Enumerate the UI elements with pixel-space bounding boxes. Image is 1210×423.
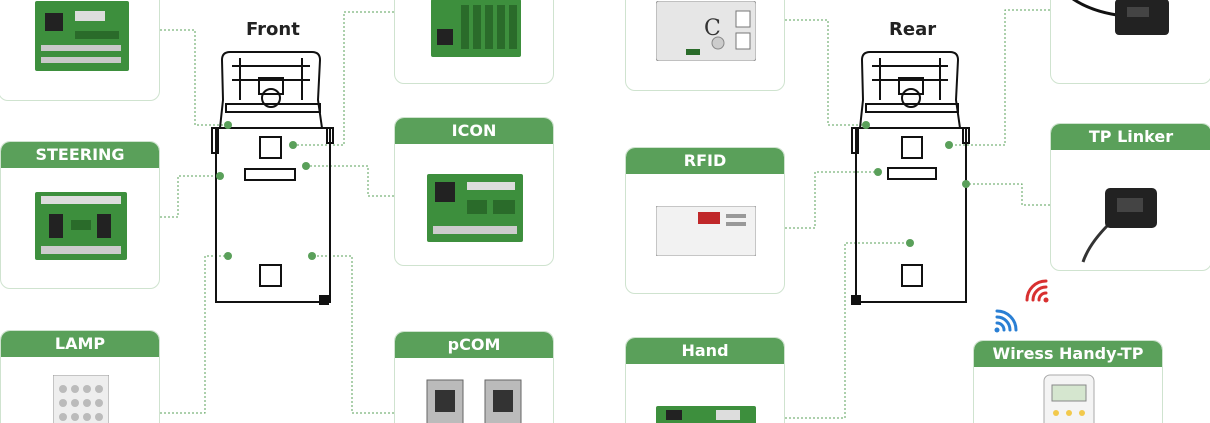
module-card-top-center-right: C: [625, 0, 785, 91]
module-title-tp-linker: TP Linker: [1051, 124, 1210, 150]
module-title-lamp: LAMP: [1, 331, 159, 357]
module-card-rfid: RFID: [625, 147, 785, 294]
module-title-icon: ICON: [395, 118, 553, 144]
module-card-top-center-left: [394, 0, 554, 84]
rear-machine: [851, 51, 970, 305]
pcom-connector-image: [426, 379, 522, 423]
wireless-signal-blue-icon: [994, 309, 1018, 333]
front-machine: [211, 51, 334, 305]
module-card-top-left: [0, 0, 160, 101]
svg-text:C: C: [704, 16, 721, 41]
module-card-top-right: [1050, 0, 1210, 84]
module-title-pcom: pCOM: [395, 332, 553, 358]
module-title-rfid: RFID: [626, 148, 784, 174]
tp-linker-device-image: [1081, 188, 1157, 263]
module-card-lamp: LAMP: [0, 330, 160, 423]
controller-box-image: C: [656, 1, 756, 61]
module-title-steering: STEERING: [1, 142, 159, 168]
relay-board-image: [431, 0, 521, 57]
sensor-device-image: [1072, 0, 1169, 35]
rear-label: Rear: [889, 19, 937, 40]
module-card-pcom: pCOM: [394, 331, 554, 423]
module-card-icon: ICON: [394, 117, 554, 266]
wireless-signal-red-icon: [1025, 279, 1049, 303]
controller-board-image: [35, 1, 129, 71]
module-card-hand: Hand: [625, 337, 785, 423]
rfid-reader-image: [656, 206, 756, 256]
module-card-wireless-handy-tp: Wiress Handy-TP: [973, 340, 1163, 423]
module-title-wireless-handy-tp: Wiress Handy-TP: [974, 341, 1162, 367]
steering-board-image: [35, 192, 127, 260]
module-title-hand: Hand: [626, 338, 784, 364]
lamp-board-image: [53, 375, 109, 423]
handy-tp-device-image: [1043, 374, 1095, 423]
module-card-steering: STEERING: [0, 141, 160, 289]
module-card-tp-linker: TP Linker: [1050, 123, 1210, 271]
icon-board-image: [427, 174, 523, 242]
hand-board-image: [656, 406, 756, 423]
front-label: Front: [246, 19, 300, 40]
